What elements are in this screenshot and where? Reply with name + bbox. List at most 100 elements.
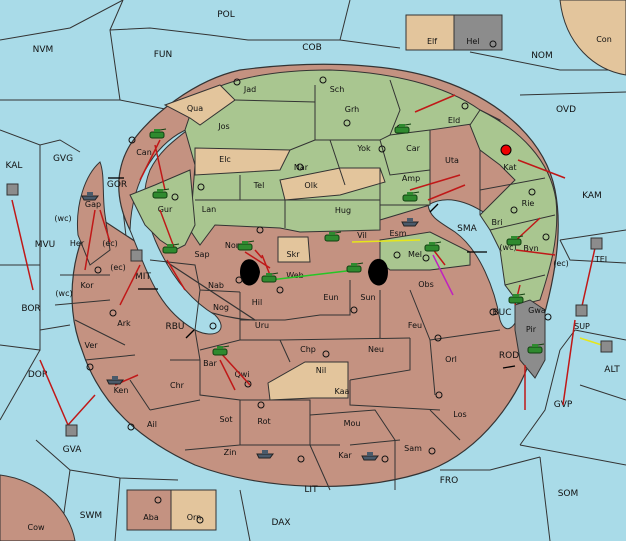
land_regions-label-elc[interactable]: Elc [219,155,231,164]
land_regions-label-tei[interactable]: TEI [594,255,607,264]
sea_regions-label-gva[interactable]: GVA [63,445,83,455]
sea_regions-label-dax[interactable]: DAX [271,518,290,528]
sea_regions-label-ovd[interactable]: OVD [556,105,576,115]
land_regions-label-esm[interactable]: Esm [389,229,406,238]
land_regions-label-can[interactable]: Can [136,148,152,157]
land_regions-label-eun[interactable]: Eun [323,293,338,302]
land_regions-label-chr[interactable]: Chr [170,381,185,390]
land_regions-label-kat[interactable]: Kat [503,163,516,172]
fleet-unit[interactable] [256,450,274,459]
land_regions-label-ver[interactable]: Ver [84,341,98,350]
land_regions-label-neu[interactable]: Neu [368,345,384,354]
sea_regions-label-dor[interactable]: DOR [28,370,48,380]
sea_regions-label-kal[interactable]: KAL [6,161,23,171]
sea_regions-label-sma[interactable]: SMA [457,224,477,234]
sea_regions-label-nom[interactable]: NOM [531,51,553,61]
fleet-unit[interactable] [106,376,124,385]
sea_regions-label-buc[interactable]: BUC [492,308,511,318]
sea_regions-label-gor[interactable]: GOR [107,180,127,190]
land_regions-label-skr[interactable]: Skr [287,250,301,259]
land_regions-label-kar[interactable]: Kar [338,451,352,460]
land_regions-label-tel[interactable]: Tel [253,181,265,190]
land_regions-label-uru[interactable]: Uru [255,321,269,330]
land_regions-label-feu[interactable]: Feu [408,321,422,330]
land_regions-label-sun[interactable]: Sun [360,293,375,302]
land_regions-label-olk[interactable]: Olk [304,181,318,190]
land_regions-label-rot[interactable]: Rot [257,417,270,426]
land_regions-label-orl[interactable]: Orl [445,355,457,364]
land_regions-label-car[interactable]: Car [406,144,420,153]
land_regions-label-cow[interactable]: Cow [27,523,44,532]
army-unit[interactable] [237,240,255,251]
land_regions-label-nil[interactable]: Nil [316,366,326,375]
army-unit[interactable] [402,191,420,202]
army-unit[interactable] [162,243,180,254]
sea_regions-label-fun[interactable]: FUN [154,50,173,60]
land_regions-label-grh[interactable]: Grh [345,105,359,114]
land_regions-label-mel[interactable]: Mel [408,250,422,259]
sea_regions-label-alt[interactable]: ALT [604,365,620,375]
land_regions-label-qwi[interactable]: Qwi [234,370,249,379]
land_regions-label-jos[interactable]: Jos [217,122,229,131]
army-unit[interactable] [324,231,342,242]
land_regions-label-qua[interactable]: Qua [187,104,203,113]
sea_regions-label-cob[interactable]: COB [302,43,322,53]
land_regions-label-chp[interactable]: Chp [300,345,316,354]
sea_regions-label-mvu[interactable]: MVU [35,240,56,250]
army-unit[interactable] [261,272,279,283]
army-unit[interactable] [346,262,364,273]
land_regions-label-wc1[interactable]: (wc) [54,214,71,223]
sea_regions-label-kam[interactable]: KAM [582,191,602,201]
land_regions-label-pir[interactable]: Pir [526,325,537,334]
land_regions-label-orn[interactable]: Orn [187,513,202,522]
land_regions-label-ail[interactable]: Ail [147,420,157,429]
fleet-unit[interactable] [361,452,379,461]
sea_regions-label-fro[interactable]: FRO [440,476,459,486]
land_regions-label-elf[interactable]: Elf [427,37,437,46]
army-unit[interactable] [527,343,545,354]
land_regions-label-her[interactable]: Her [70,239,85,248]
land_regions-label-byn[interactable]: Byn [523,244,538,253]
land_regions-label-mou[interactable]: Mou [344,419,361,428]
land_regions-label-wc3[interactable]: (wc) [55,289,72,298]
land_regions-label-web[interactable]: Web [286,271,303,280]
land_regions-label-sup[interactable]: SUP [574,322,590,331]
land_regions-label-wc2[interactable]: (wc) [499,243,516,252]
land_regions-label-jad[interactable]: Jad [243,85,256,94]
sea_regions-label-lit[interactable]: LIT [304,485,318,495]
land_regions-label-nar[interactable]: Nar [294,163,309,172]
sea_regions-label-swm[interactable]: SWM [80,511,102,521]
land_regions-label-eld[interactable]: Eld [448,116,460,125]
land_regions-label-hil[interactable]: Hil [252,298,262,307]
army-unit[interactable] [394,123,412,134]
land_regions-label-rie[interactable]: Rie [522,199,535,208]
land_regions-label-uta[interactable]: Uta [445,156,459,165]
land_regions-label-sot[interactable]: Sot [219,415,232,424]
sea_regions-label-rbu[interactable]: RBU [165,322,184,332]
army-unit[interactable] [508,293,526,304]
army-unit[interactable] [149,128,167,139]
sea_regions-label-gvg[interactable]: GVG [53,154,73,164]
land_regions-label-sch[interactable]: Sch [330,85,345,94]
land_regions-label-nab[interactable]: Nab [208,281,224,290]
land_regions-label-ec2[interactable]: (ec) [553,259,569,268]
land_regions-label-sam[interactable]: Sam [404,444,422,453]
sea_regions-label-pol[interactable]: POL [217,10,235,20]
land_regions-label-nor[interactable]: Nor [225,241,240,250]
army-unit[interactable] [506,235,524,246]
land_regions-label-gwa[interactable]: Gwa [528,306,546,315]
fleet-unit[interactable] [401,218,419,227]
land_regions-label-kor[interactable]: Kor [80,281,94,290]
land_regions-label-zin[interactable]: Zin [224,448,237,457]
land_regions-label-nog[interactable]: Nog [213,303,229,312]
army-unit[interactable] [424,241,442,252]
land_regions-label-hel[interactable]: Hel [466,37,479,46]
land_regions-label-bri[interactable]: Bri [492,218,503,227]
army-unit[interactable] [212,345,230,356]
land_regions-label-con[interactable]: Con [596,35,612,44]
land_regions-label-ark[interactable]: Ark [117,319,131,328]
land_regions-label-yok[interactable]: Yok [356,144,371,153]
land_regions-label-gur[interactable]: Gur [158,205,173,214]
land_regions-label-bar[interactable]: Bar [203,359,217,368]
land_regions-label-lan[interactable]: Lan [202,205,216,214]
